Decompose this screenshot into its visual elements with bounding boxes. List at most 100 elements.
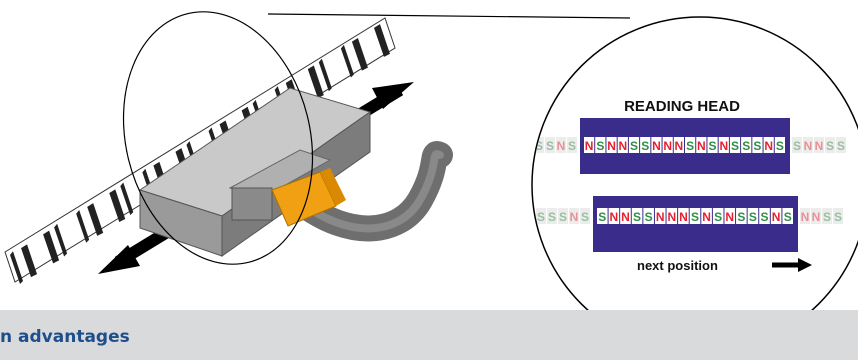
pole-cell <box>673 137 684 153</box>
north-pole-letter: N <box>801 210 810 224</box>
south-pole-letter: S <box>709 139 717 153</box>
south-pole-letter: S <box>581 210 589 224</box>
tape-stripe <box>307 65 324 99</box>
south-pole-letter: S <box>753 139 761 153</box>
pole-cell <box>770 208 782 224</box>
north-pole-letter: N <box>607 139 616 153</box>
pole-cell <box>631 208 643 224</box>
tape-stripe <box>54 223 68 257</box>
pole-cell <box>584 137 595 153</box>
south-pole-letter: S <box>761 210 769 224</box>
north-pole-letter: N <box>656 210 665 224</box>
south-pole-letter: S <box>691 210 699 224</box>
pole-cell <box>545 137 555 153</box>
south-pole-letter: S <box>737 210 745 224</box>
north-pole-letter: N <box>610 210 619 224</box>
next-position-arrow <box>772 258 812 272</box>
tape-stripe <box>43 230 60 264</box>
pole-cell <box>782 208 793 224</box>
south-pole-letter: S <box>535 139 543 153</box>
next-position-label: next position <box>637 258 718 273</box>
pole-cell <box>617 137 628 153</box>
north-pole-letter: N <box>621 210 630 224</box>
north-pole-letter: N <box>679 210 688 224</box>
south-pole-letter: S <box>731 139 739 153</box>
south-pole-letter: S <box>537 210 545 224</box>
north-pole-letter: N <box>804 139 813 153</box>
pole-cell <box>547 208 557 224</box>
south-pole-letter: S <box>630 139 638 153</box>
south-pole-letter: S <box>749 210 757 224</box>
pole-cell <box>662 137 673 153</box>
north-pole-letter: N <box>524 139 533 153</box>
tape-stripe <box>21 244 38 278</box>
north-pole-letter: N <box>702 210 711 224</box>
pole-cell <box>536 208 546 224</box>
tape-stripe <box>76 210 90 243</box>
tape-stripe <box>87 203 104 236</box>
pole-cell <box>640 137 651 153</box>
pole-cell <box>800 208 810 224</box>
pole-cell <box>701 208 712 224</box>
footer-bar <box>0 310 858 360</box>
pole-cell <box>825 137 835 153</box>
pole-cell <box>792 137 802 153</box>
pole-cell <box>620 208 631 224</box>
pole-cell <box>556 137 566 153</box>
pole-cell <box>685 137 696 153</box>
tape-stripe <box>120 182 134 216</box>
tape-stripe <box>373 24 390 57</box>
north-pole-letter: N <box>663 139 672 153</box>
pole-cell <box>752 137 763 153</box>
south-pole-letter: S <box>793 139 801 153</box>
north-pole-letter: N <box>585 139 594 153</box>
pole-cell <box>606 137 617 153</box>
pole-cell <box>729 137 741 153</box>
tape-stripe <box>10 251 23 284</box>
north-pole-letter: N <box>675 139 684 153</box>
pole-cell <box>569 208 579 224</box>
pole-cell <box>651 137 662 153</box>
south-pole-letter: S <box>568 139 576 153</box>
north-pole-letter: N <box>764 139 773 153</box>
pole-cell <box>696 137 707 153</box>
north-pole-letter: N <box>725 210 734 224</box>
pole-cell <box>747 208 759 224</box>
pole-cell <box>666 208 678 224</box>
south-pole-letter: S <box>596 139 604 153</box>
tape-stripe <box>351 37 368 71</box>
pole-cell <box>595 137 606 153</box>
north-pole-letter: N <box>812 210 821 224</box>
pole-cell <box>774 137 785 153</box>
north-pole-letter: N <box>557 139 566 153</box>
south-pole-letter: S <box>686 139 694 153</box>
north-pole-letter: N <box>719 139 728 153</box>
north-pole-letter: N <box>652 139 661 153</box>
pole-cell <box>678 208 689 224</box>
south-pole-letter: S <box>837 139 845 153</box>
north-pole-letter: N <box>772 210 781 224</box>
south-pole-letter: S <box>633 210 641 224</box>
south-pole-letter: S <box>641 139 649 153</box>
pole-cell <box>833 208 843 224</box>
pole-cell <box>567 137 577 153</box>
north-pole-letter: N <box>526 210 535 224</box>
callout-line <box>267 13 631 19</box>
north-pole-letter: N <box>697 139 706 153</box>
pole-cell <box>558 208 568 224</box>
pole-cell <box>654 208 666 224</box>
tape-stripe <box>109 189 126 223</box>
south-pole-letter: S <box>645 210 653 224</box>
pole-cell <box>643 208 654 224</box>
pole-cell <box>707 137 718 153</box>
south-pole-letter: S <box>776 139 784 153</box>
south-pole-letter: S <box>598 210 606 224</box>
south-pole-letter: S <box>826 139 834 153</box>
pole-cell <box>534 137 544 153</box>
pole-cell <box>836 137 846 153</box>
magnifier-circle <box>531 16 858 354</box>
north-pole-letter: N <box>618 139 627 153</box>
